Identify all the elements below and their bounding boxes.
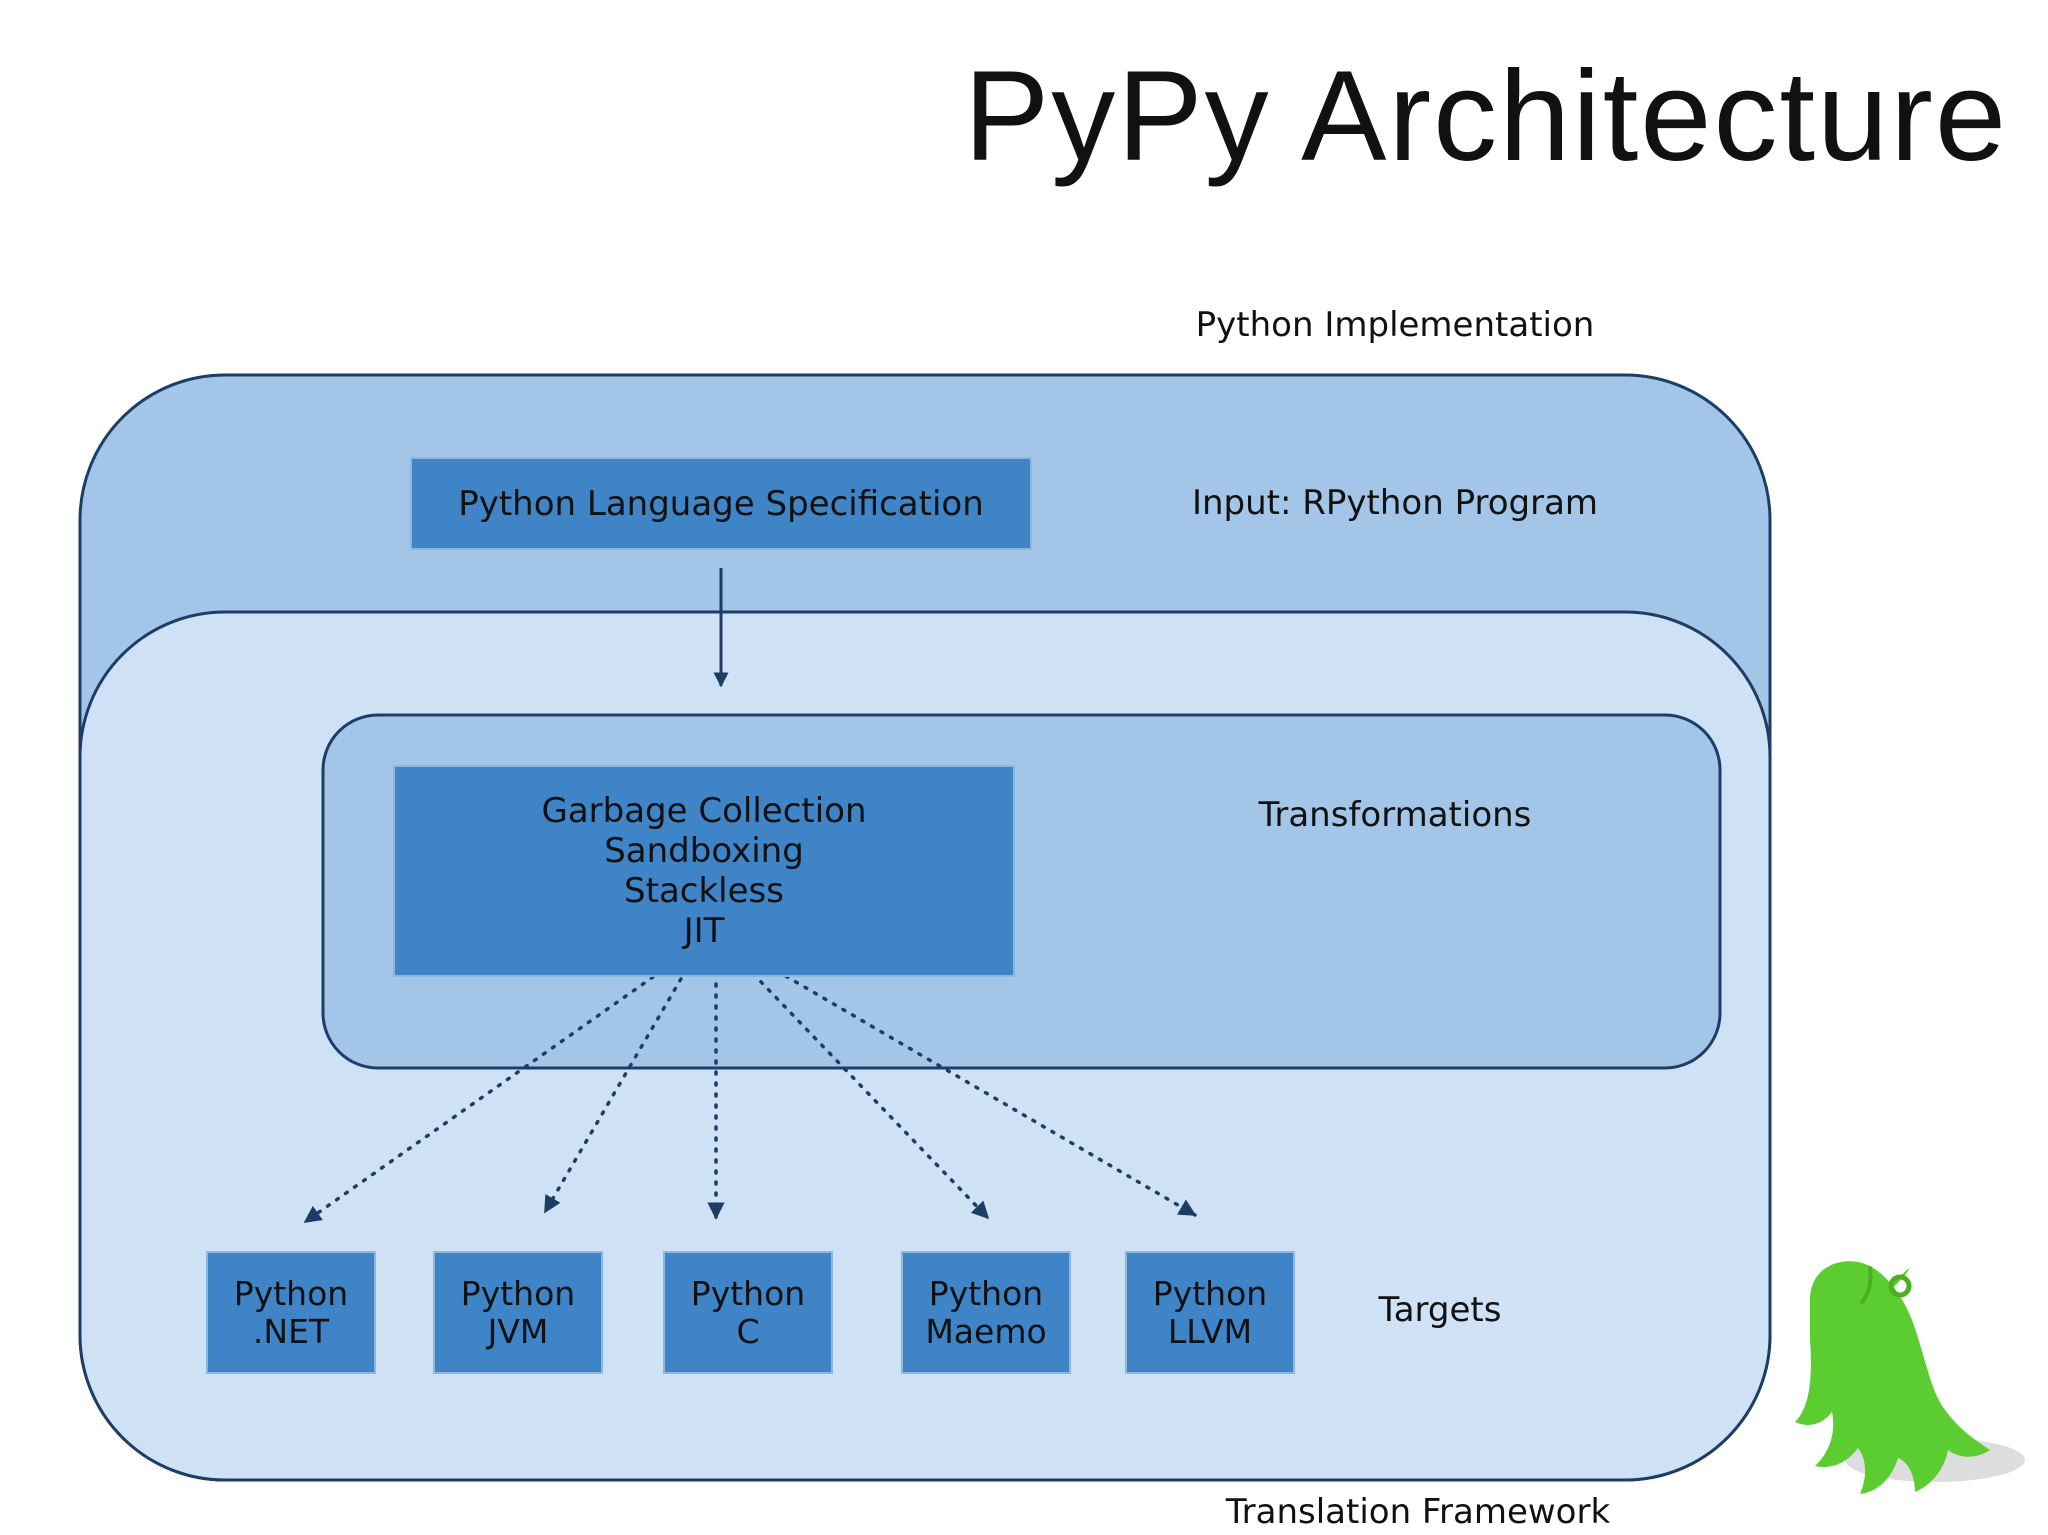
- label-translation-framework: Translation Framework: [1225, 1492, 1611, 1532]
- target-line2: .NET: [252, 1311, 330, 1351]
- pypy-snake-icon: [1795, 1261, 2025, 1494]
- arrow-to-dotnet: [303, 956, 682, 1224]
- target-line1: Python: [928, 1273, 1044, 1313]
- transform-line-garbage-collection: Garbage Collection: [541, 791, 867, 831]
- target-box-c: Python C: [663, 1251, 833, 1374]
- label-targets: Targets: [1378, 1290, 1502, 1330]
- arrow-to-llvm: [746, 952, 1197, 1217]
- target-box-jvm: Python JVM: [433, 1251, 603, 1374]
- transformations-box: Garbage Collection Sandboxing Stackless …: [393, 765, 1015, 977]
- target-box-maemo: Python Maemo: [901, 1251, 1071, 1374]
- target-line1: Python: [690, 1273, 806, 1313]
- spec-box-label: Python Language Specification: [458, 483, 984, 524]
- arrow-to-jvm: [543, 958, 694, 1214]
- target-line1: Python: [233, 1273, 349, 1313]
- transform-line-sandboxing: Sandboxing: [604, 831, 804, 871]
- target-arrows: [303, 952, 1197, 1224]
- label-python-implementation: Python Implementation: [1195, 305, 1595, 345]
- target-line2: C: [736, 1311, 760, 1351]
- target-line2: Maemo: [925, 1311, 1047, 1351]
- page-title: PyPy Architecture: [963, 45, 2008, 188]
- python-language-specification-box: Python Language Specification: [410, 457, 1032, 550]
- transform-line-stackless: Stackless: [624, 871, 784, 911]
- label-transformations: Transformations: [1258, 795, 1532, 835]
- target-line1: Python: [1152, 1273, 1268, 1313]
- target-line2: LLVM: [1167, 1311, 1253, 1351]
- target-box-llvm: Python LLVM: [1125, 1251, 1295, 1374]
- target-line2: JVM: [487, 1311, 549, 1351]
- label-input-rpython-program: Input: RPython Program: [1191, 483, 1599, 523]
- arrow-to-maemo: [736, 956, 990, 1220]
- target-line1: Python: [460, 1273, 576, 1313]
- target-box-dotnet: Python .NET: [206, 1251, 376, 1374]
- transform-line-jit: JIT: [683, 911, 725, 951]
